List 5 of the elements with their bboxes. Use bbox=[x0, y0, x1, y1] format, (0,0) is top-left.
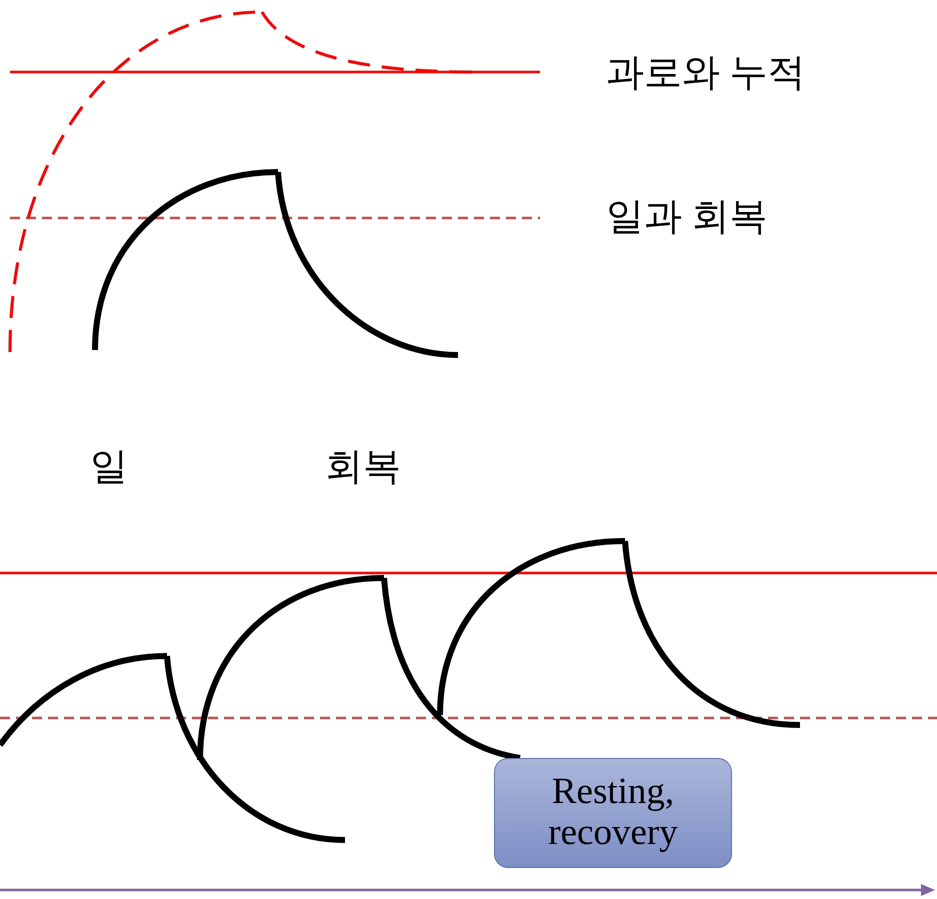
text-label: 일 bbox=[90, 448, 128, 486]
text-label: 일과 회복 bbox=[606, 198, 768, 236]
text-label: 과로와 누적 bbox=[606, 54, 806, 92]
rounded-box: Resting, recovery bbox=[494, 758, 732, 868]
text-label: 회복 bbox=[325, 448, 401, 486]
